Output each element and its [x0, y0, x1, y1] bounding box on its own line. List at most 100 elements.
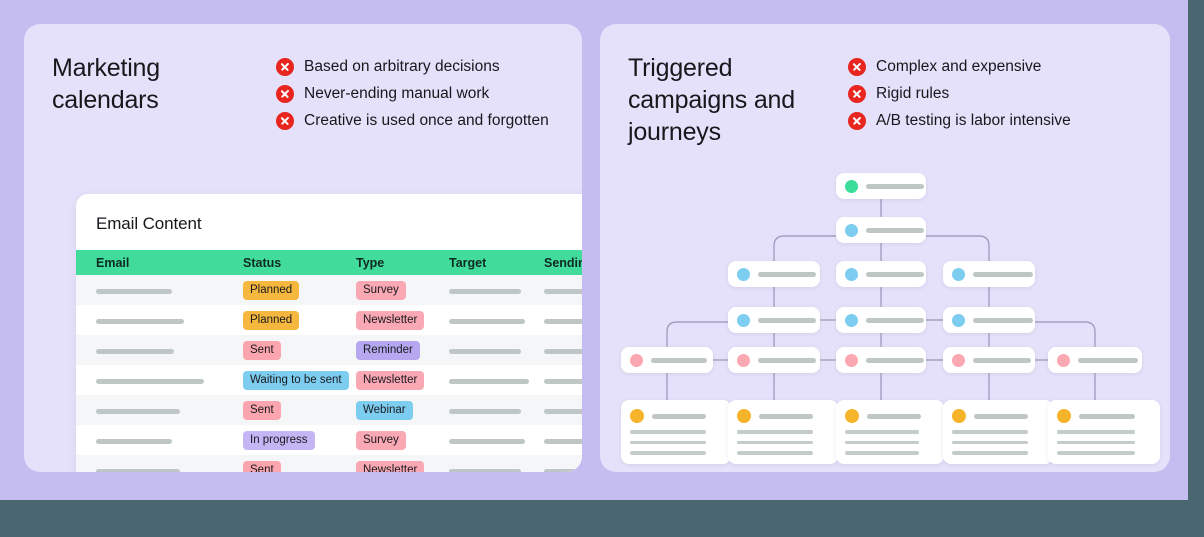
column-header-status[interactable]: Status [231, 250, 344, 275]
status-dot-icon [845, 268, 858, 281]
type-badge[interactable]: Newsletter [356, 461, 424, 472]
card-header-row [630, 409, 722, 423]
flow-leaf-card[interactable] [1048, 400, 1160, 464]
cell-target [437, 335, 532, 365]
status-dot-icon [845, 409, 859, 423]
type-badge[interactable]: Survey [356, 431, 406, 450]
flow-node[interactable] [943, 347, 1035, 373]
status-badge[interactable]: Sent [243, 341, 281, 360]
flow-node[interactable] [836, 217, 926, 243]
placeholder-line [845, 441, 919, 445]
flow-leaf-card[interactable] [621, 400, 731, 464]
cell-type: Survey [344, 425, 437, 455]
placeholder-line [845, 451, 919, 455]
table-row[interactable]: Sent Newsletter [76, 455, 582, 472]
placeholder-line [737, 430, 813, 434]
cell-type: Newsletter [344, 305, 437, 335]
placeholder-bar [544, 289, 582, 294]
table-row[interactable]: In progress Survey [76, 425, 582, 455]
table-row[interactable]: Waiting to be sent Newsletter [76, 365, 582, 395]
placeholder-line [845, 430, 919, 434]
flow-leaf-card[interactable] [836, 400, 944, 464]
column-header-type[interactable]: Type [344, 250, 437, 275]
cell-email [76, 365, 231, 395]
table-row[interactable]: Planned Newsletter [76, 305, 582, 335]
status-badge[interactable]: Sent [243, 401, 281, 420]
placeholder-bar [544, 439, 582, 444]
status-dot-icon [845, 314, 858, 327]
cell-status: Sent [231, 455, 344, 472]
flow-node[interactable] [728, 261, 820, 287]
status-badge[interactable]: Sent [243, 461, 281, 472]
flow-node[interactable] [836, 173, 926, 199]
placeholder-bar [96, 319, 184, 324]
status-badge[interactable]: In progress [243, 431, 315, 450]
status-dot-icon [1057, 409, 1071, 423]
flow-node[interactable] [836, 347, 926, 373]
flow-node[interactable] [943, 261, 1035, 287]
cell-sending [532, 455, 582, 472]
right-band [1188, 0, 1204, 537]
placeholder-bar [449, 349, 521, 354]
column-header-email[interactable]: Email [76, 250, 231, 275]
card-header-row [1057, 409, 1151, 423]
column-header-target[interactable]: Target [437, 250, 532, 275]
panel-triggered-campaigns: Triggered campaigns and journeys Complex… [600, 24, 1170, 472]
status-dot-icon [952, 354, 965, 367]
cell-sending [532, 275, 582, 305]
status-badge[interactable]: Waiting to be sent [243, 371, 349, 390]
placeholder-bar [449, 379, 529, 384]
type-badge[interactable]: Webinar [356, 401, 413, 420]
placeholder-bar [544, 349, 582, 354]
table-row[interactable]: Planned Survey [76, 275, 582, 305]
placeholder-bar [449, 469, 521, 472]
card-header-row [952, 409, 1044, 423]
flow-node[interactable] [943, 307, 1035, 333]
placeholder-bar [866, 272, 924, 277]
column-header-sending[interactable]: Sending [532, 250, 582, 275]
placeholder-line [630, 441, 706, 445]
status-badge[interactable]: Planned [243, 281, 299, 300]
cell-sending [532, 305, 582, 335]
placeholder-line [952, 451, 1028, 455]
flow-node[interactable] [728, 347, 820, 373]
email-content-table: Email Status Type Target Sending Planned… [76, 250, 582, 472]
table-row[interactable]: Sent Reminder [76, 335, 582, 365]
marketing-calendars-header: Marketing calendars Based on arbitrary d… [52, 52, 549, 130]
flow-leaf-card[interactable] [943, 400, 1053, 464]
status-dot-icon [845, 224, 858, 237]
placeholder-bar [1078, 358, 1138, 363]
type-badge[interactable]: Newsletter [356, 311, 424, 330]
flow-node[interactable] [836, 307, 926, 333]
placeholder-bar [867, 414, 921, 419]
flow-node[interactable] [728, 307, 820, 333]
status-badge[interactable]: Planned [243, 311, 299, 330]
placeholder-bar [96, 379, 204, 384]
cell-email [76, 275, 231, 305]
flow-leaf-card[interactable] [728, 400, 838, 464]
bottom-band [0, 500, 1204, 537]
flow-node[interactable] [1048, 347, 1142, 373]
placeholder-bar [974, 414, 1028, 419]
placeholder-line [1057, 441, 1135, 445]
placeholder-bar [759, 414, 813, 419]
flow-node[interactable] [836, 261, 926, 287]
cell-target [437, 425, 532, 455]
status-dot-icon [952, 409, 966, 423]
email-table-body: PlannedSurveyPlannedNewsletterSentRemind… [76, 275, 582, 472]
x-circle-icon [276, 85, 294, 103]
flow-node[interactable] [621, 347, 713, 373]
status-dot-icon [630, 409, 644, 423]
type-badge[interactable]: Newsletter [356, 371, 424, 390]
bullet-label: Never-ending manual work [304, 85, 489, 103]
placeholder-bar [651, 358, 707, 363]
status-dot-icon [845, 180, 858, 193]
table-row[interactable]: Sent Webinar [76, 395, 582, 425]
placeholder-line [952, 441, 1028, 445]
type-badge[interactable]: Reminder [356, 341, 420, 360]
placeholder-bar [758, 358, 816, 363]
x-circle-icon [276, 58, 294, 76]
type-badge[interactable]: Survey [356, 281, 406, 300]
placeholder-bar [96, 409, 180, 414]
placeholder-bar [973, 272, 1033, 277]
